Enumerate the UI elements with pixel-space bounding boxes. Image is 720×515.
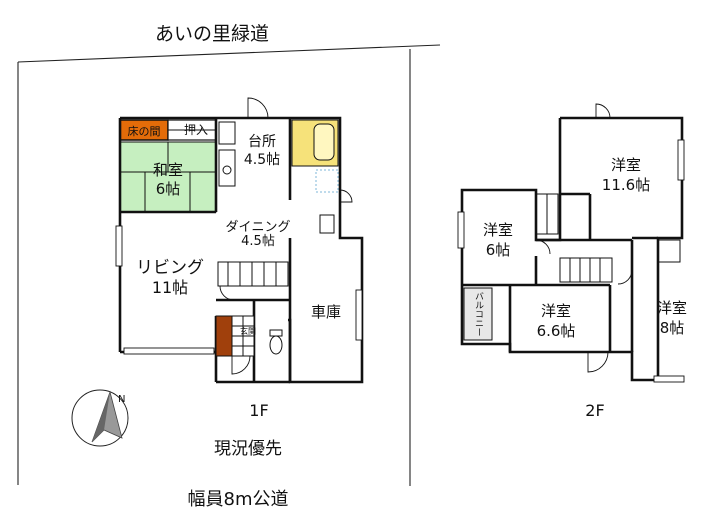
floor-2-label: 2F	[585, 401, 604, 420]
floor-1-plan: 床の間 押入 和室 6帖 台所 4.5帖	[115, 97, 364, 384]
washitsu-name: 和室	[153, 161, 183, 179]
top-road-label: あいの里緑道	[155, 23, 269, 45]
garage-label: 車庫	[311, 303, 341, 321]
room-d-size: 8帖	[660, 319, 685, 337]
floor-2-plan: バルコニー 洋室 11.6帖 洋室 6帖 洋室 6.6帖 洋室 8帖	[457, 103, 687, 383]
room-a-size: 11.6帖	[602, 176, 650, 194]
oshiire-label: 押入	[184, 123, 208, 137]
room-a-name: 洋室	[611, 156, 641, 174]
room-c-size: 6.6帖	[537, 322, 576, 340]
room-b-name: 洋室	[483, 221, 513, 239]
stairs-1f	[217, 261, 289, 287]
genkan-step	[215, 315, 233, 357]
genkan-tiles	[231, 315, 255, 357]
bottom-road-label: 幅員8m公道	[188, 489, 289, 510]
room-b-size: 6帖	[486, 241, 511, 259]
kitchen-size: 4.5帖	[244, 152, 280, 168]
dining-size: 4.5帖	[241, 234, 275, 249]
north-compass	[71, 389, 129, 447]
tokonoma-label: 床の間	[128, 124, 161, 138]
living-size: 11帖	[152, 278, 188, 297]
room-d-name: 洋室	[657, 299, 687, 317]
room-c-name: 洋室	[541, 302, 571, 320]
balcony-area	[463, 287, 493, 341]
balcony-label: バルコニー	[473, 291, 484, 336]
washitsu-size: 6帖	[156, 180, 181, 198]
north-label: N	[118, 394, 125, 405]
note-label: 現況優先	[214, 439, 282, 459]
stairs-2f	[559, 257, 613, 283]
site-boundary	[17, 44, 441, 486]
kitchen-name: 台所	[248, 134, 276, 150]
genkan-label: 玄関	[240, 326, 256, 336]
living-name: リビング	[136, 258, 204, 278]
floor-1-label: 1F	[249, 401, 268, 420]
dining-name: ダイニング	[225, 220, 290, 235]
